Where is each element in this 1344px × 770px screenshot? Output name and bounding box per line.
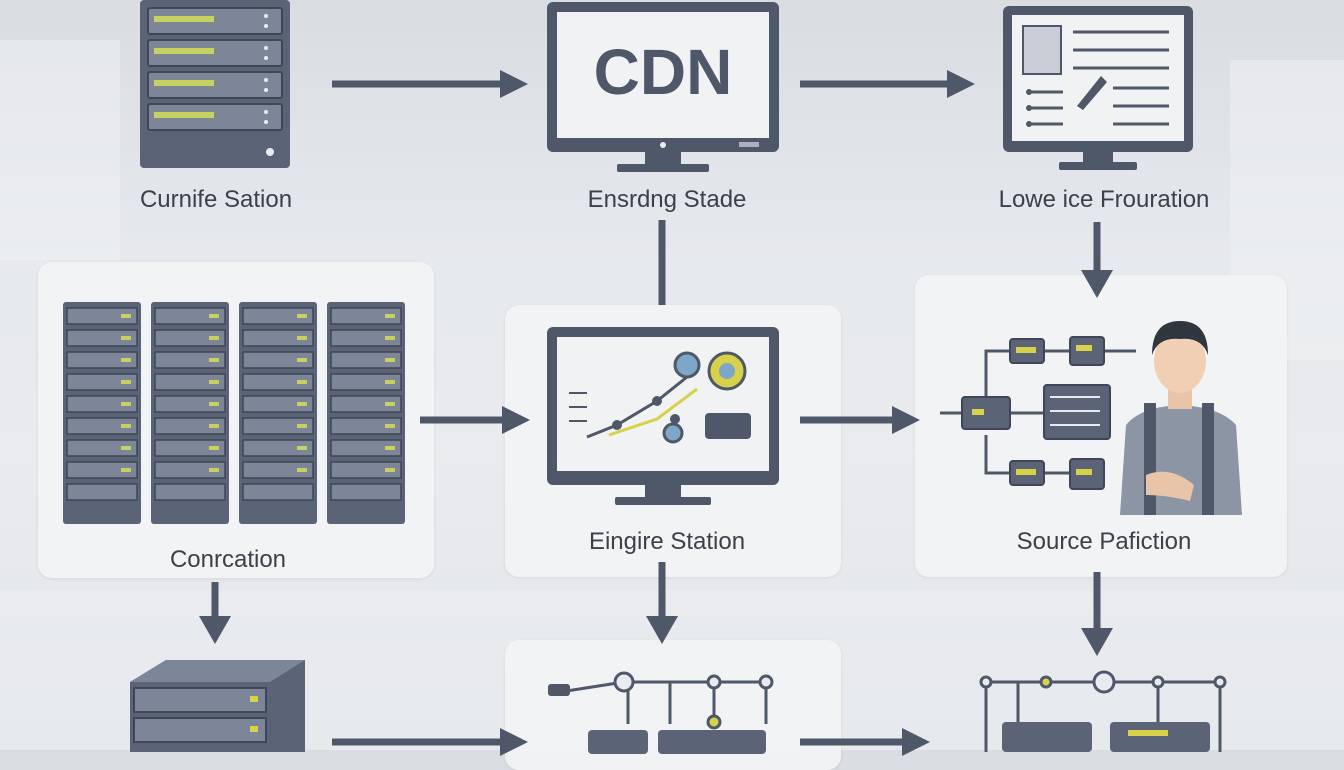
network-diagram-icon: [548, 671, 774, 754]
label-ensrdng: Ensrdng Stade: [587, 186, 747, 213]
label-lowe: Lowe ice Frouration: [998, 186, 1210, 213]
label-conrcation: Conrcation: [169, 546, 287, 573]
server-stack-icon: [130, 660, 305, 752]
label-source: Source Pafiction: [1016, 528, 1192, 555]
monitor-document-icon: [1003, 6, 1193, 170]
monitor-cdn-text: CDN: [594, 36, 733, 108]
label-eingire: Eingire Station: [588, 528, 746, 555]
network-rack-icon: [979, 670, 1227, 752]
label-curnife: Curnife Sation: [139, 186, 293, 213]
flowchart-engineer-icon: [940, 321, 1242, 515]
monitor-cdn-icon: CDN: [547, 2, 779, 172]
server-racks-icon: [63, 301, 406, 525]
monitor-analytics-icon: [547, 327, 779, 505]
background-window: [0, 40, 120, 260]
server-tower-icon: [140, 0, 290, 168]
connectors: [199, 70, 1113, 756]
